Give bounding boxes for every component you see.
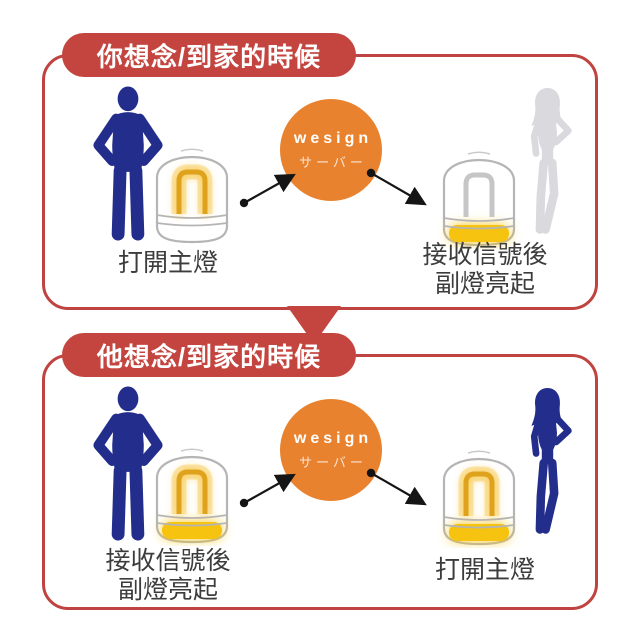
lamp-main-light-on-icon [155,148,229,244]
right-lamp-caption: 打開主燈 [378,556,592,585]
server-name: wesign [293,129,373,147]
panel-title-badge: 他想念/到家的時候 [62,333,356,377]
right-lamp-caption: 接收信號後 副燈亮起 [378,241,592,299]
caption-line: 副燈亮起 [117,576,218,604]
signal-arrow-icon [366,468,427,506]
signal-arrow-icon [239,473,296,508]
panel-title-badge: 你想念/到家的時候 [62,33,356,77]
server-name: wesign [293,429,373,447]
caption-line: 副燈亮起 [434,270,535,298]
server-subtitle: サーバー [299,454,367,470]
lamp-both-lights-on-icon [155,448,229,544]
man-silhouette-icon [93,386,163,541]
panel-connector-arrow [287,306,341,344]
lamp-both-lights-on-icon [442,450,516,546]
caption-line: 接收信號後 [422,241,548,269]
man-silhouette-icon [93,86,163,241]
left-lamp-caption: 打開主燈 [58,249,278,278]
lamp-sub-light-on-icon [442,151,516,247]
signal-arrow-icon [366,168,427,206]
left-lamp-caption: 接收信號後 副燈亮起 [58,547,278,605]
panel-title: 你想念/到家的時候 [96,41,322,72]
signal-arrow-icon [239,173,296,208]
caption-line: 接收信號後 [105,547,231,575]
server-subtitle: サーバー [299,154,367,170]
caption-line: 打開主燈 [117,249,218,277]
wesign-server-badge: wesign サーバー [280,399,382,501]
woman-silhouette-icon [530,387,572,534]
wesign-server-badge: wesign サーバー [280,99,382,201]
panel-title: 他想念/到家的時候 [96,341,322,372]
woman-silhouette-icon [530,87,572,234]
caption-line: 打開主燈 [434,556,535,584]
